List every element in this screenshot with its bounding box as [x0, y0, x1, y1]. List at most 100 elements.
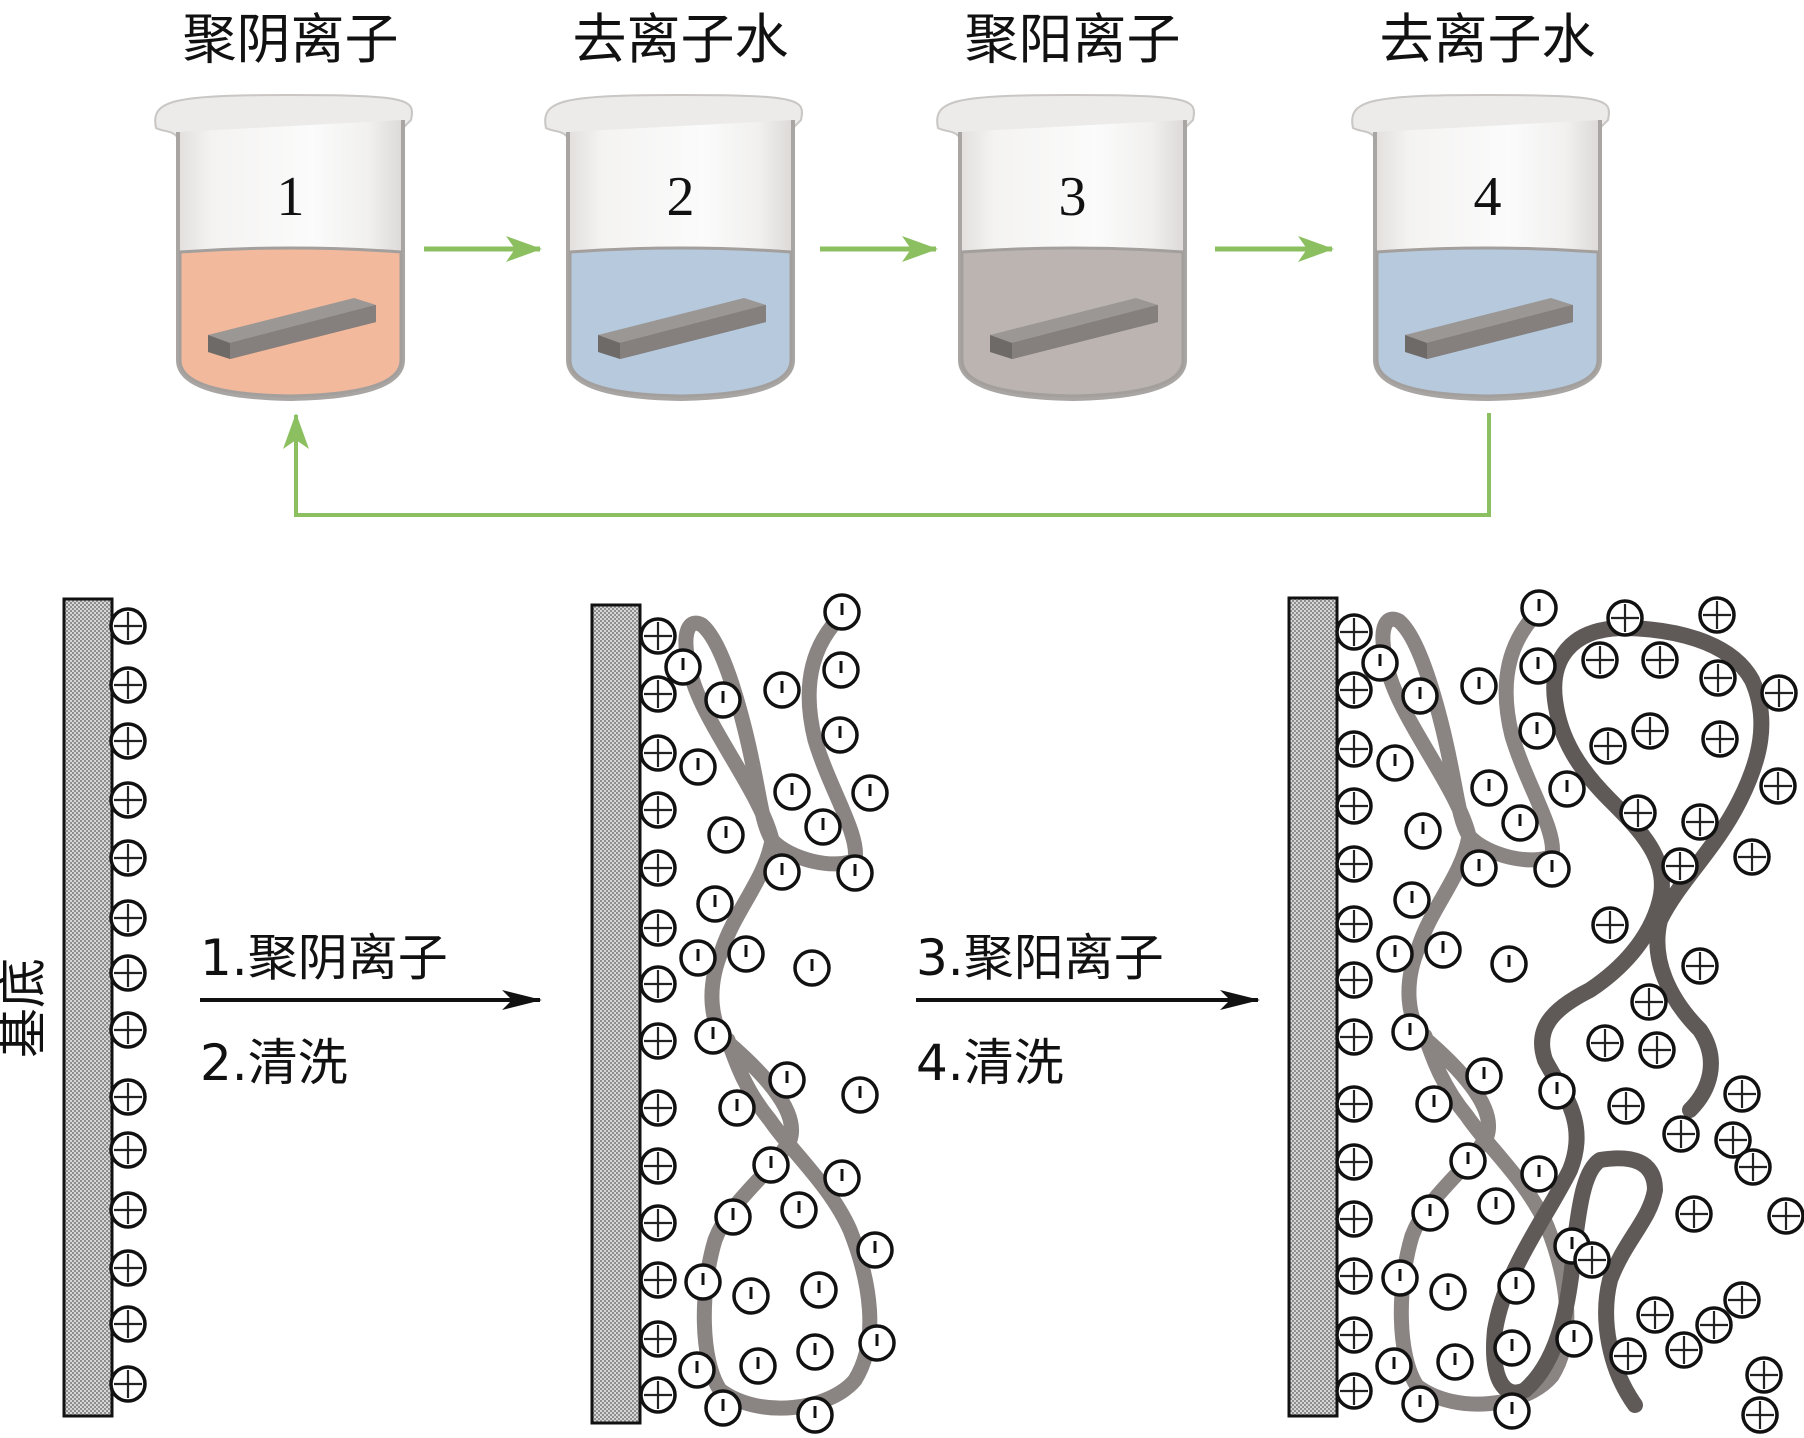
cation-icon	[639, 791, 677, 829]
slab	[598, 298, 766, 343]
cation-icon	[109, 1131, 147, 1169]
right-panel-ions	[1335, 589, 1804, 1434]
anion-icon	[1411, 1194, 1449, 1232]
transition-step-1: 1.聚阴离子 2.清洗	[200, 929, 542, 1092]
cation-icon	[1699, 659, 1737, 697]
cation-icon	[1638, 1031, 1676, 1069]
anion-icon	[1490, 945, 1528, 983]
anion-icon	[1501, 804, 1539, 842]
cation-icon	[1631, 712, 1669, 750]
anion-icon	[1555, 1320, 1593, 1358]
beaker-title: 去离子水	[573, 8, 789, 71]
anion-icon	[1465, 1057, 1503, 1095]
anion-icon	[823, 1159, 861, 1197]
anion-icon	[1460, 667, 1498, 705]
anion-icon	[704, 681, 742, 719]
anion-icon	[1375, 1347, 1413, 1385]
anion-icon	[800, 1271, 838, 1309]
anion-icon	[1401, 677, 1439, 715]
cation-icon	[1733, 838, 1771, 876]
cation-icon	[1630, 983, 1668, 1021]
anion-icon	[1376, 744, 1414, 782]
cation-icon	[1662, 1115, 1700, 1153]
anion-icon	[1497, 1267, 1535, 1305]
anion-icon	[823, 593, 861, 631]
anion-icon	[1470, 769, 1508, 807]
cation-icon	[1335, 1372, 1373, 1410]
cation-icon	[1698, 596, 1736, 634]
cation-icon	[109, 1249, 147, 1287]
cation-icon	[1335, 1085, 1373, 1123]
transition-2-top-label: 3.聚阳离子	[916, 929, 1164, 987]
cation-icon	[1741, 1396, 1779, 1434]
anion-icon	[684, 1263, 722, 1301]
anion-icon	[796, 1396, 834, 1434]
beaker-title: 去离子水	[1380, 8, 1596, 71]
cation-icon	[1589, 727, 1627, 765]
cation-icon	[109, 1365, 147, 1403]
anion-icon	[727, 935, 765, 973]
beaker-4: 去离子水 4	[1351, 8, 1611, 402]
anion-icon	[1415, 1085, 1453, 1123]
cation-icon	[1714, 1121, 1752, 1159]
cation-icon	[639, 1261, 677, 1299]
cation-icon	[109, 839, 147, 877]
cation-icon	[109, 1011, 147, 1049]
anion-icon	[1493, 1329, 1531, 1367]
cation-icon	[109, 1305, 147, 1343]
cation-icon	[1760, 674, 1798, 712]
cation-icon	[1723, 1075, 1761, 1113]
anion-icon	[841, 1076, 879, 1114]
cation-icon	[1681, 947, 1719, 985]
anion-icon	[780, 1191, 818, 1229]
anion-icon	[718, 1089, 756, 1127]
slab-front	[1012, 305, 1158, 359]
polycation-chain	[1486, 620, 1770, 1413]
anion-icon	[796, 1333, 834, 1371]
return-loop-arrow	[283, 413, 1491, 517]
panel-after-polyanion	[590, 593, 896, 1434]
cation-icon	[1607, 1087, 1645, 1125]
cation-icon	[1675, 1195, 1713, 1233]
anion-icon	[858, 1324, 896, 1362]
anion-icon	[1548, 770, 1586, 808]
cation-icon	[1606, 599, 1644, 637]
cation-icon	[639, 909, 677, 947]
panel-bare-substrate: 基底	[0, 597, 147, 1418]
cation-icon	[1335, 961, 1373, 999]
transition-2-bottom-label: 4.清洗	[916, 1034, 1064, 1092]
cation-icon	[639, 965, 677, 1003]
cation-icon	[639, 1089, 677, 1127]
beaker-number: 4	[1474, 166, 1502, 228]
beaker-number: 1	[277, 166, 305, 228]
cation-icon	[639, 1022, 677, 1060]
cation-icon	[639, 1204, 677, 1242]
beaker-title: 聚阳离子	[965, 8, 1181, 71]
anion-icon	[1477, 1187, 1515, 1225]
substrate-label: 基底	[0, 958, 52, 1058]
cation-icon	[1335, 613, 1373, 651]
cation-icon	[1335, 787, 1373, 825]
transition-1-top-label: 1.聚阴离子	[200, 929, 448, 987]
cation-icon	[1335, 1316, 1373, 1354]
cation-icon	[1335, 730, 1373, 768]
slab	[990, 298, 1158, 343]
anion-icon	[678, 1351, 716, 1389]
cation-icon	[109, 666, 147, 704]
slab	[208, 298, 376, 343]
slab	[1405, 298, 1573, 343]
anion-icon	[1520, 589, 1558, 627]
anion-icon	[763, 853, 801, 891]
cation-icon	[639, 1320, 677, 1358]
slab-front	[620, 305, 766, 359]
cation-icon	[639, 1376, 677, 1414]
cation-icon	[1335, 671, 1373, 709]
transition-step-2: 3.聚阳离子 4.清洗	[916, 929, 1260, 1092]
anion-icon	[1493, 1392, 1531, 1430]
panel-after-polycation	[1287, 589, 1804, 1434]
cation-icon	[1661, 847, 1699, 885]
anion-icon	[1381, 1259, 1419, 1297]
